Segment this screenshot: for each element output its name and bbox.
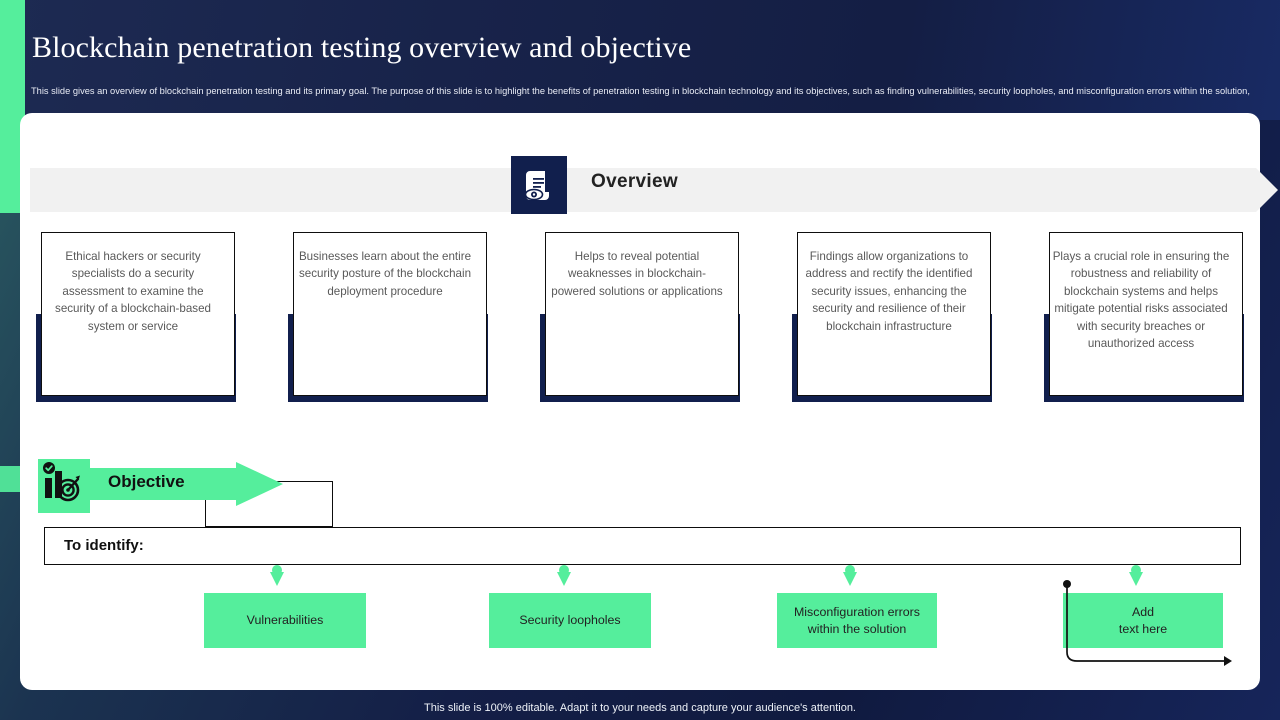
marker-dot	[845, 565, 855, 575]
objective-item-text: Security loopholes	[519, 613, 621, 627]
objective-item-4[interactable]: Add text here	[1063, 593, 1223, 648]
overview-box-3: Helps to reveal potential weaknesses in …	[540, 232, 740, 402]
to-identify-box	[44, 527, 1241, 565]
overview-box-5: Plays a crucial role in ensuring the rob…	[1044, 232, 1244, 402]
connector-marker-4	[1128, 565, 1144, 587]
marker-arrowhead	[1129, 572, 1143, 586]
box-panel	[41, 232, 235, 396]
box-panel	[1049, 232, 1243, 396]
objective-item-text: Vulnerabilities	[246, 613, 324, 627]
overview-box-text: Plays a crucial role in ensuring the rob…	[1052, 250, 1230, 351]
page-title: Blockchain penetration testing overview …	[32, 31, 692, 64]
overview-label: Overview	[591, 171, 678, 192]
objective-item-text: Misconfiguration errors within the solut…	[793, 604, 921, 636]
to-identify-label: To identify:	[64, 537, 144, 554]
overview-box-text: Helps to reveal potential weaknesses in …	[551, 250, 723, 298]
marker-arrowhead	[557, 572, 571, 586]
connector-marker-1	[269, 565, 285, 587]
bar-chart-target-icon	[38, 459, 90, 513]
overview-box-text: Ethical hackers or security specialists …	[55, 250, 211, 333]
objective-item-1[interactable]: Vulnerabilities	[204, 593, 366, 648]
overview-box-1: Ethical hackers or security specialists …	[36, 232, 236, 402]
slide-header-background	[0, 0, 1280, 120]
footer-note: This slide is 100% editable. Adapt it to…	[424, 702, 856, 714]
objective-item-2[interactable]: Security loopholes	[489, 593, 651, 648]
objective-label: Objective	[108, 472, 185, 491]
document-eye-icon	[511, 156, 567, 214]
loop-connector-arrow	[1050, 572, 1250, 667]
marker-arrowhead	[270, 572, 284, 586]
page-subtitle: This slide gives an overview of blockcha…	[31, 86, 1250, 96]
overview-box-2: Businesses learn about the entire securi…	[288, 232, 488, 402]
objective-arrow-banner	[88, 462, 283, 506]
box-panel	[293, 232, 487, 396]
marker-arrowhead	[843, 572, 857, 586]
marker-dot	[559, 565, 569, 575]
marker-dot	[1131, 565, 1141, 575]
overview-box-text: Findings allow organizations to address …	[805, 250, 973, 333]
marker-dot	[272, 565, 282, 575]
connector-marker-3	[842, 565, 858, 587]
overview-box-4: Findings allow organizations to address …	[792, 232, 992, 402]
objective-item-3[interactable]: Misconfiguration errors within the solut…	[777, 593, 937, 648]
objective-item-text: Add text here	[1118, 604, 1168, 636]
connector-marker-2	[556, 565, 572, 587]
overview-band	[30, 168, 1278, 212]
box-panel	[545, 232, 739, 396]
overview-box-text: Businesses learn about the entire securi…	[298, 250, 472, 298]
box-panel	[797, 232, 991, 396]
